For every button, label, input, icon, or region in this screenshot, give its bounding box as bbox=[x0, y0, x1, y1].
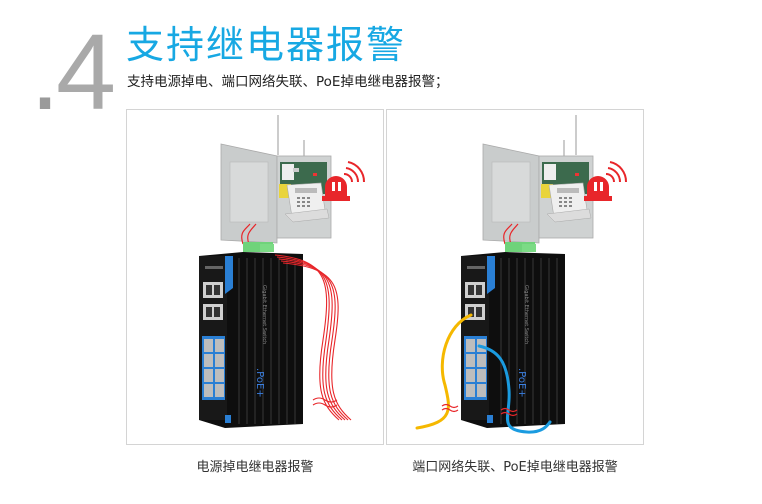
device-label: Gigabit Ethernet Switch bbox=[261, 285, 267, 344]
page-title: 支持继电器报警 bbox=[126, 23, 407, 67]
caption-network-poe-failure: 端口网络失联、PoE掉电继电器报警 bbox=[412, 460, 618, 475]
power-failure-illustration: Gigabit Ethernet Switch .PoE+ bbox=[199, 115, 366, 428]
page-subtitle: 支持电源掉电、端口网络失联、PoE掉电继电器报警； bbox=[127, 74, 449, 90]
alarm-control-panel-icon bbox=[220, 115, 332, 244]
device-label: Gigabit Ethernet Switch bbox=[523, 285, 529, 344]
fiber-cable bbox=[415, 313, 473, 430]
industrial-switch-icon: Gigabit Ethernet Switch .PoE+ bbox=[461, 242, 565, 428]
poe-label: .PoE+ bbox=[254, 368, 265, 398]
section-number: .4 bbox=[30, 18, 116, 126]
panel-network-poe-failure: Gigabit Ethernet Switch .PoE+ bbox=[386, 109, 644, 445]
siren-icon bbox=[322, 161, 366, 201]
section-dot: . bbox=[30, 11, 60, 132]
panel-power-failure: Gigabit Ethernet Switch .PoE+ bbox=[126, 109, 384, 445]
network-failure-illustration: Gigabit Ethernet Switch .PoE+ bbox=[415, 115, 628, 434]
relay-wires bbox=[503, 223, 519, 245]
section-digit: 4 bbox=[56, 11, 116, 132]
alarm-control-panel-icon bbox=[482, 115, 594, 244]
siren-icon bbox=[584, 161, 628, 201]
industrial-switch-icon: Gigabit Ethernet Switch .PoE+ bbox=[199, 242, 303, 428]
caption-power-failure: 电源掉电继电器报警 bbox=[196, 460, 314, 475]
break-marks bbox=[441, 403, 518, 417]
network-cable bbox=[477, 344, 552, 434]
power-cables bbox=[274, 254, 352, 421]
relay-wires bbox=[241, 223, 257, 245]
poe-label: .PoE+ bbox=[516, 368, 527, 398]
